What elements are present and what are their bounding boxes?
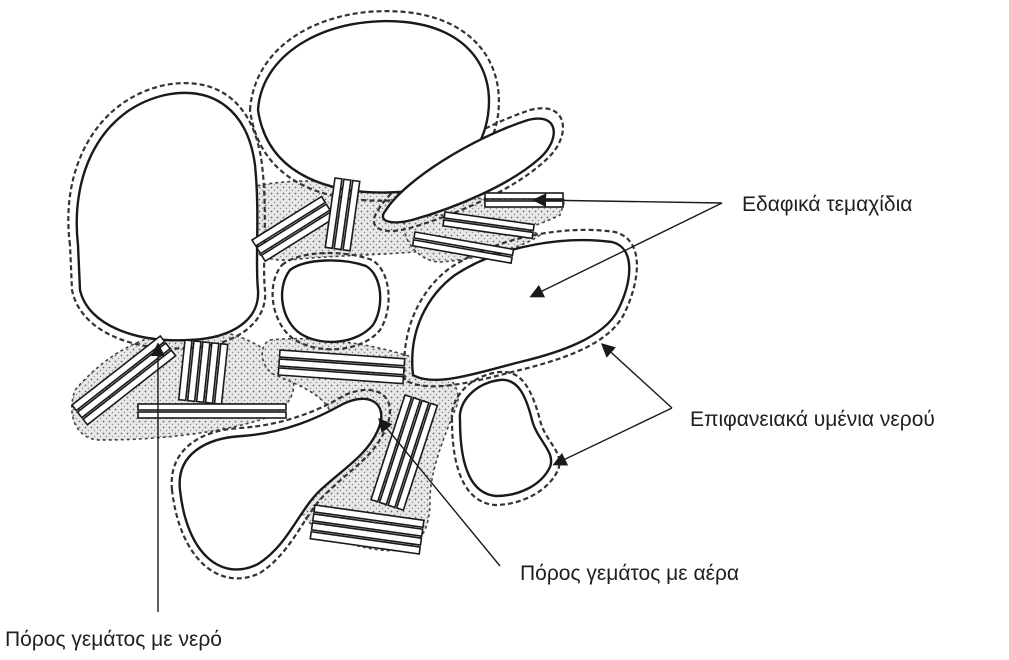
label-surface-water-films: Επιφανειακά υμένια νερού <box>690 408 935 432</box>
air-pore-center <box>282 260 380 341</box>
label-air-filled-pore: Πόρος γεμάτος με αέρα <box>520 562 739 586</box>
grain-left <box>77 93 258 340</box>
pointer-surface-films-2 <box>555 408 672 464</box>
label-soil-particles: Εδαφικά τεμαχίδια <box>742 193 912 217</box>
pointer-surface-films-1 <box>603 345 672 408</box>
air-pore-right <box>460 380 551 496</box>
clay-stack-lower-vertical <box>179 340 228 404</box>
label-water-filled-pore: Πόρος γεμάτος με νερό <box>5 628 222 652</box>
